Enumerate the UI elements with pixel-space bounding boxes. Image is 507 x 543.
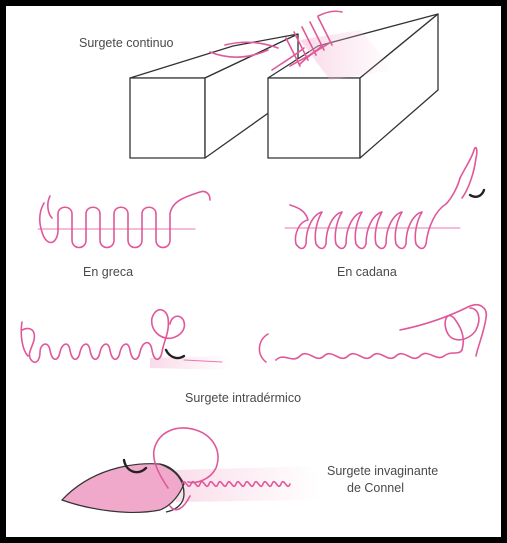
greek-suture-thread xyxy=(40,191,210,247)
suture-diagram: Surgete continuo En greca En cadana Surg… xyxy=(6,6,501,537)
intradermal-left-needle-icon xyxy=(166,350,184,358)
continuous-suture-figure xyxy=(130,11,438,158)
chain-needle-icon xyxy=(470,190,484,197)
intradermal-right-thread xyxy=(276,350,462,360)
label-intradermal: Surgete intradérmico xyxy=(185,391,301,405)
label-greek: En greca xyxy=(83,265,133,279)
label-chain: En cadana xyxy=(337,265,397,279)
intradermal-right-loop xyxy=(400,305,486,356)
diagram-frame: Surgete continuo En greca En cadana Surg… xyxy=(6,6,501,537)
chain-suture-tail xyxy=(460,148,477,198)
label-connel-line1: Surgete invaginante xyxy=(327,464,438,478)
chain-suture-thread xyxy=(290,178,460,249)
label-connel-line2: de Connel xyxy=(347,481,404,495)
greek-suture-start xyxy=(48,196,52,218)
intradermal-left-figure xyxy=(21,310,230,370)
intradermal-right-start xyxy=(259,334,268,362)
intradermal-left-thread xyxy=(21,310,184,363)
label-continuous: Surgete continuo xyxy=(79,36,174,50)
intradermal-right-figure xyxy=(259,305,486,362)
connel-tissue-lens xyxy=(62,464,184,513)
connel-pink-band xyxy=(176,466,320,502)
connel-suture-figure xyxy=(62,428,320,512)
greek-suture-figure xyxy=(38,191,210,247)
chain-suture-figure xyxy=(285,148,484,249)
right-tissue-block-front xyxy=(268,78,360,158)
left-tissue-block-front xyxy=(130,78,205,158)
intradermal-left-highlight xyxy=(150,356,230,370)
